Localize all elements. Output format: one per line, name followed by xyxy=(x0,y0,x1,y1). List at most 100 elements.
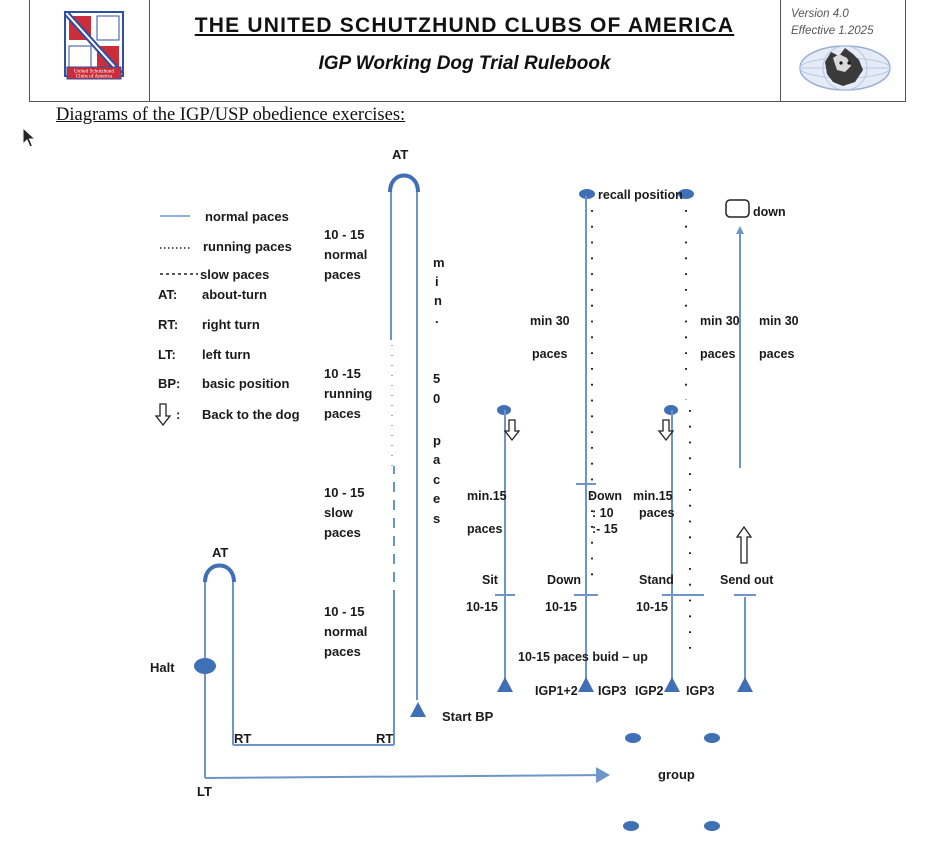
paces-c-label: paces xyxy=(759,347,795,361)
legend-slow-label: slow paces xyxy=(200,267,270,282)
stand-label: Stand xyxy=(639,573,674,587)
down-label: Down xyxy=(547,573,582,587)
min50-char-10: e xyxy=(433,491,441,506)
min30-b-label: min 30 xyxy=(700,314,740,328)
paces-e-label: paces xyxy=(639,506,675,520)
ten-label: : 10 xyxy=(592,506,614,520)
down-start-triangle-icon xyxy=(578,677,594,692)
seg4-line2: normal xyxy=(324,624,368,639)
min30-a-label: min 30 xyxy=(530,314,570,328)
seg3-line1: 10 - 15 xyxy=(324,485,365,500)
min50-char-3: n xyxy=(434,293,442,308)
send-out-arrow-head xyxy=(736,226,744,234)
rt-right-label: RT xyxy=(376,731,394,746)
rulebook-title: IGP Working Dog Trial Rulebook xyxy=(318,53,611,74)
about-turn-left-icon xyxy=(203,563,236,583)
legend-lt-value: left turn xyxy=(202,347,251,362)
logo-caption-1: United Schutzhund xyxy=(74,69,114,75)
sit-label: Sit xyxy=(482,573,498,587)
min15-a-label: min.15 xyxy=(467,489,507,503)
buildup-label: 10-15 paces buid – up xyxy=(518,650,648,664)
igp2-label: IGP2 xyxy=(635,684,664,698)
seg3-line3: paces xyxy=(324,525,361,540)
start-bp-triangle-icon xyxy=(410,702,426,717)
down-recall-marker xyxy=(579,189,595,199)
seg1-line1: 10 - 15 xyxy=(324,227,365,242)
send-out-up-arrow-icon xyxy=(735,525,753,564)
legend-back-value: Back to the dog xyxy=(202,407,300,422)
seg3-line2: slow xyxy=(324,505,353,520)
start-bp-label: Start BP xyxy=(442,709,494,724)
min50-char-2: i xyxy=(435,274,439,289)
version-label: Version 4.0 xyxy=(791,8,849,20)
usca-logo-cell: United Schutzhund Clubs of America xyxy=(30,0,150,101)
header-title-cell: THE UNITED SCHUTZHUND CLUBS OF AMERICA I… xyxy=(149,0,780,101)
effective-label: Effective 1.2025 xyxy=(791,25,874,37)
group-person-1 xyxy=(625,733,641,743)
group-label: group xyxy=(658,767,695,782)
legend-running-label: running paces xyxy=(203,239,292,254)
org-title: THE UNITED SCHUTZHUND CLUBS OF AMERICA xyxy=(194,14,735,37)
legend-at-value: about-turn xyxy=(202,287,267,302)
seg4-line1: 10 - 15 xyxy=(324,604,365,619)
logo-caption-2: Clubs of America xyxy=(76,73,113,80)
sit-back-arrow-icon xyxy=(503,419,521,442)
igp3-b-label: IGP3 xyxy=(686,684,715,698)
sit-range-label: 10-15 xyxy=(466,600,498,614)
group-person-4 xyxy=(704,821,720,831)
at-top-label: AT xyxy=(392,147,409,162)
halt-label: Halt xyxy=(150,660,175,675)
seg1-line3: paces xyxy=(324,267,361,282)
page-header: United Schutzhund Clubs of America THE U… xyxy=(29,0,906,102)
min50-char-8: a xyxy=(433,452,441,467)
legend-at-key: AT: xyxy=(158,287,178,302)
down-mid-label: Down xyxy=(588,489,623,503)
legend-back-key: : xyxy=(176,407,181,422)
usca-logo: United Schutzhund Clubs of America xyxy=(64,11,124,80)
legend-rt-key: RT: xyxy=(158,317,179,332)
legend-normal-label: normal paces xyxy=(205,209,289,224)
stand-range-label: 10-15 xyxy=(636,600,668,614)
down-range-label: 10-15 xyxy=(545,600,577,614)
min50-char-5: 5 xyxy=(433,371,441,386)
fci-globe-logo xyxy=(799,45,891,91)
min50-char-6: 0 xyxy=(433,391,441,406)
paces-a-label: paces xyxy=(532,347,568,361)
about-turn-top-icon xyxy=(388,173,420,193)
legend-lt-key: LT: xyxy=(158,347,176,362)
legend-bp-key: BP: xyxy=(158,376,181,391)
heel-line-to-group xyxy=(204,767,610,784)
rt-left-label: RT xyxy=(234,731,252,746)
group-person-2 xyxy=(704,733,720,743)
seg2-line2: running xyxy=(324,386,373,401)
stand-start-triangle-icon xyxy=(664,677,680,692)
mouse-pointer-icon xyxy=(22,127,36,148)
stand-recall-marker xyxy=(678,189,694,199)
igp12-label: IGP1+2 xyxy=(535,684,578,698)
halt-marker xyxy=(194,658,216,674)
paces-d-label: paces xyxy=(467,522,503,536)
down-box-label: down xyxy=(753,205,786,219)
seg2-line3: paces xyxy=(324,406,361,421)
fifteen-label: :- 15 xyxy=(592,522,618,536)
min50-char-9: c xyxy=(433,472,441,487)
at-left-label: AT xyxy=(212,545,229,560)
page-heading: Diagrams of the IGP/USP obedience exerci… xyxy=(56,105,406,125)
legend-bp-value: basic position xyxy=(202,376,290,391)
paces-b-label: paces xyxy=(700,347,736,361)
min50-char-4: . xyxy=(435,311,439,326)
lt-label: LT xyxy=(197,784,212,799)
seg4-line3: paces xyxy=(324,644,361,659)
send-out-start-triangle-icon xyxy=(737,677,753,692)
seg1-line2: normal xyxy=(324,247,368,262)
legend-back-arrow-icon xyxy=(154,403,172,427)
min15-b-label: min.15 xyxy=(633,489,673,503)
legend-rt-value: right turn xyxy=(202,317,260,332)
min50-char-11: s xyxy=(433,511,441,526)
stand-back-arrow-icon xyxy=(657,419,675,442)
header-version-cell: Version 4.0 Effective 1.2025 xyxy=(780,0,907,101)
send-out-label: Send out xyxy=(720,573,774,587)
seg2-line1: 10 -15 xyxy=(324,366,361,381)
sit-start-triangle-icon xyxy=(497,677,513,692)
